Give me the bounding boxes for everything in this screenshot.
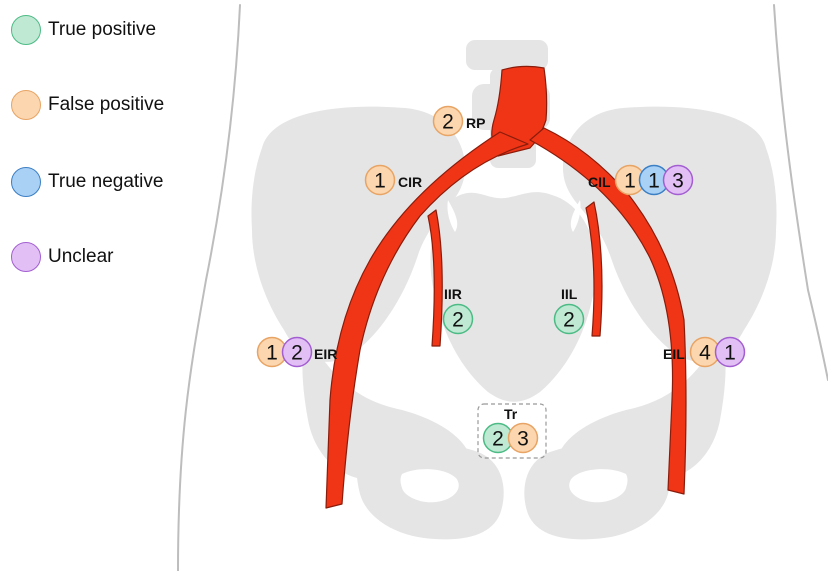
rp-false-positive-count: 2 (442, 111, 454, 134)
eir-false-positive-count: 1 (266, 342, 278, 365)
true-positive-swatch (11, 15, 41, 45)
site-label-iil: IIL (561, 286, 578, 302)
eil-false-positive-count: 4 (699, 342, 711, 365)
legend-label-false-positive: False positive (48, 94, 164, 116)
cir-false-positive-count: 1 (374, 170, 386, 193)
site-label-cir: CIR (398, 174, 422, 190)
legend-item-true-negative: True negative (11, 165, 163, 199)
eir-unclear-count: 2 (291, 342, 303, 365)
body-outline-left (178, 5, 240, 571)
iir-true-positive-count: 2 (452, 309, 464, 332)
legend-label-true-positive: True positive (48, 19, 156, 41)
site-label-eil: EIL (663, 346, 685, 362)
site-label-eir: EIR (314, 346, 337, 362)
cil-false-positive-count: 1 (624, 170, 636, 193)
tr-true-positive-count: 2 (492, 428, 504, 451)
site-label-cil: CIL (588, 174, 611, 190)
unclear-swatch (11, 242, 41, 272)
true-negative-swatch (11, 167, 41, 197)
cil-true-negative-count: 1 (648, 170, 660, 193)
site-label-tr: Tr (504, 406, 518, 422)
vertebra-upper (466, 40, 548, 70)
iil-true-positive-count: 2 (563, 309, 575, 332)
legend-label-unclear: Unclear (48, 246, 113, 268)
legend-item-false-positive: False positive (11, 88, 164, 122)
legend-label-true-negative: True negative (48, 171, 163, 193)
site-label-rp: RP (466, 115, 485, 131)
cil-unclear-count: 3 (672, 170, 684, 193)
site-label-iir: IIR (444, 286, 462, 302)
legend-item-unclear: Unclear (11, 240, 113, 274)
false-positive-swatch (11, 90, 41, 120)
eil-unclear-count: 1 (724, 342, 736, 365)
legend-item-true-positive: True positive (11, 13, 156, 47)
body-outline-right (774, 5, 828, 380)
tr-false-positive-count: 3 (517, 428, 529, 451)
